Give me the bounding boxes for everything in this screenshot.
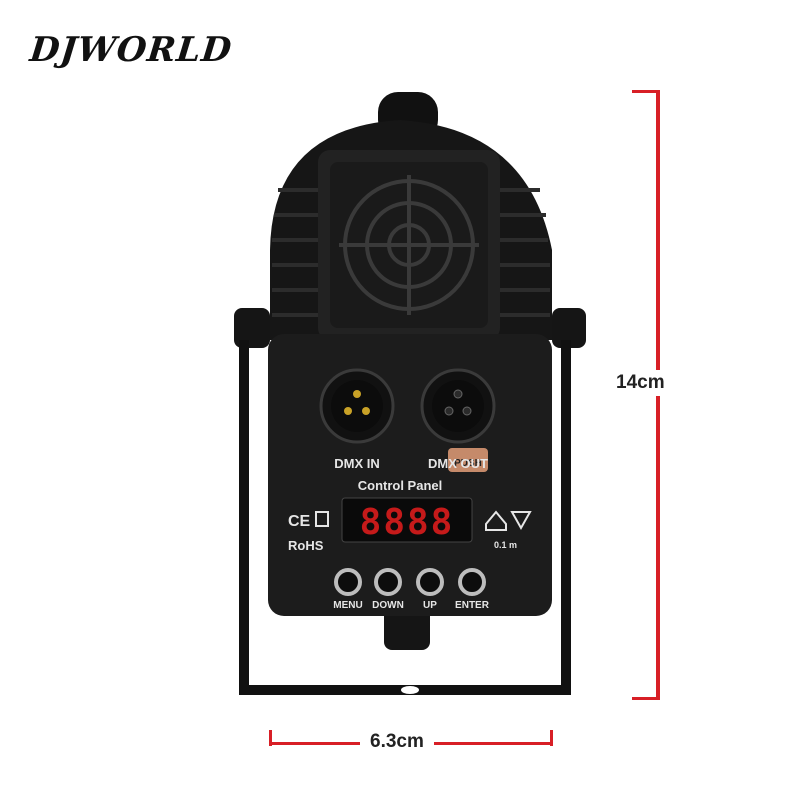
- fan-grille: [339, 175, 479, 315]
- temperature-warning-icon: [510, 511, 532, 531]
- height-label: 14cm: [612, 370, 669, 396]
- button-row: [334, 568, 486, 596]
- down-button[interactable]: [374, 568, 402, 596]
- bracket-hole: [401, 686, 419, 694]
- menu-button-label: MENU: [333, 600, 362, 611]
- dmx-in-label: DMX IN: [334, 456, 380, 471]
- width-left-tick: [269, 730, 272, 746]
- up-button-label: UP: [423, 600, 437, 611]
- indoor-use-icon: [485, 510, 507, 531]
- enter-button[interactable]: [458, 568, 486, 596]
- right-knob: [552, 308, 586, 348]
- menu-button[interactable]: [334, 568, 362, 596]
- led-display: 8888: [360, 502, 455, 543]
- push-label: PUSH: [454, 458, 482, 469]
- height-bottom-tick: [632, 697, 660, 700]
- down-button-label: DOWN: [372, 600, 404, 611]
- dmx-hole-icon: [444, 406, 454, 416]
- weee-icon: [315, 511, 329, 527]
- width-label: 6.3cm: [360, 731, 434, 753]
- ce-mark: CE: [288, 513, 311, 530]
- enter-button-label: ENTER: [455, 600, 490, 611]
- heatsink-fins: [272, 188, 550, 317]
- left-knob: [234, 308, 270, 348]
- rohs-mark: RoHS: [288, 538, 324, 553]
- display-frame: [341, 497, 473, 543]
- height-top-tick: [632, 90, 660, 93]
- width-right-tick: [550, 730, 553, 746]
- push-tab: [448, 448, 488, 472]
- control-panel-label: Control Panel: [358, 478, 443, 493]
- dmx-out-label: DMX OUT: [428, 456, 488, 471]
- distance-mark: 0.1 m: [494, 540, 517, 550]
- dmx-pin-icon: [353, 390, 361, 398]
- control-plate: [268, 334, 552, 616]
- dmx-pin-icon: [344, 407, 352, 415]
- dmx-pin-icon: [362, 407, 370, 415]
- up-button[interactable]: [416, 568, 444, 596]
- dmx-hole-icon: [462, 406, 472, 416]
- dmx-in-socket: [331, 380, 383, 432]
- dmx-out-socket: [432, 380, 484, 432]
- dmx-hole-icon: [453, 389, 463, 399]
